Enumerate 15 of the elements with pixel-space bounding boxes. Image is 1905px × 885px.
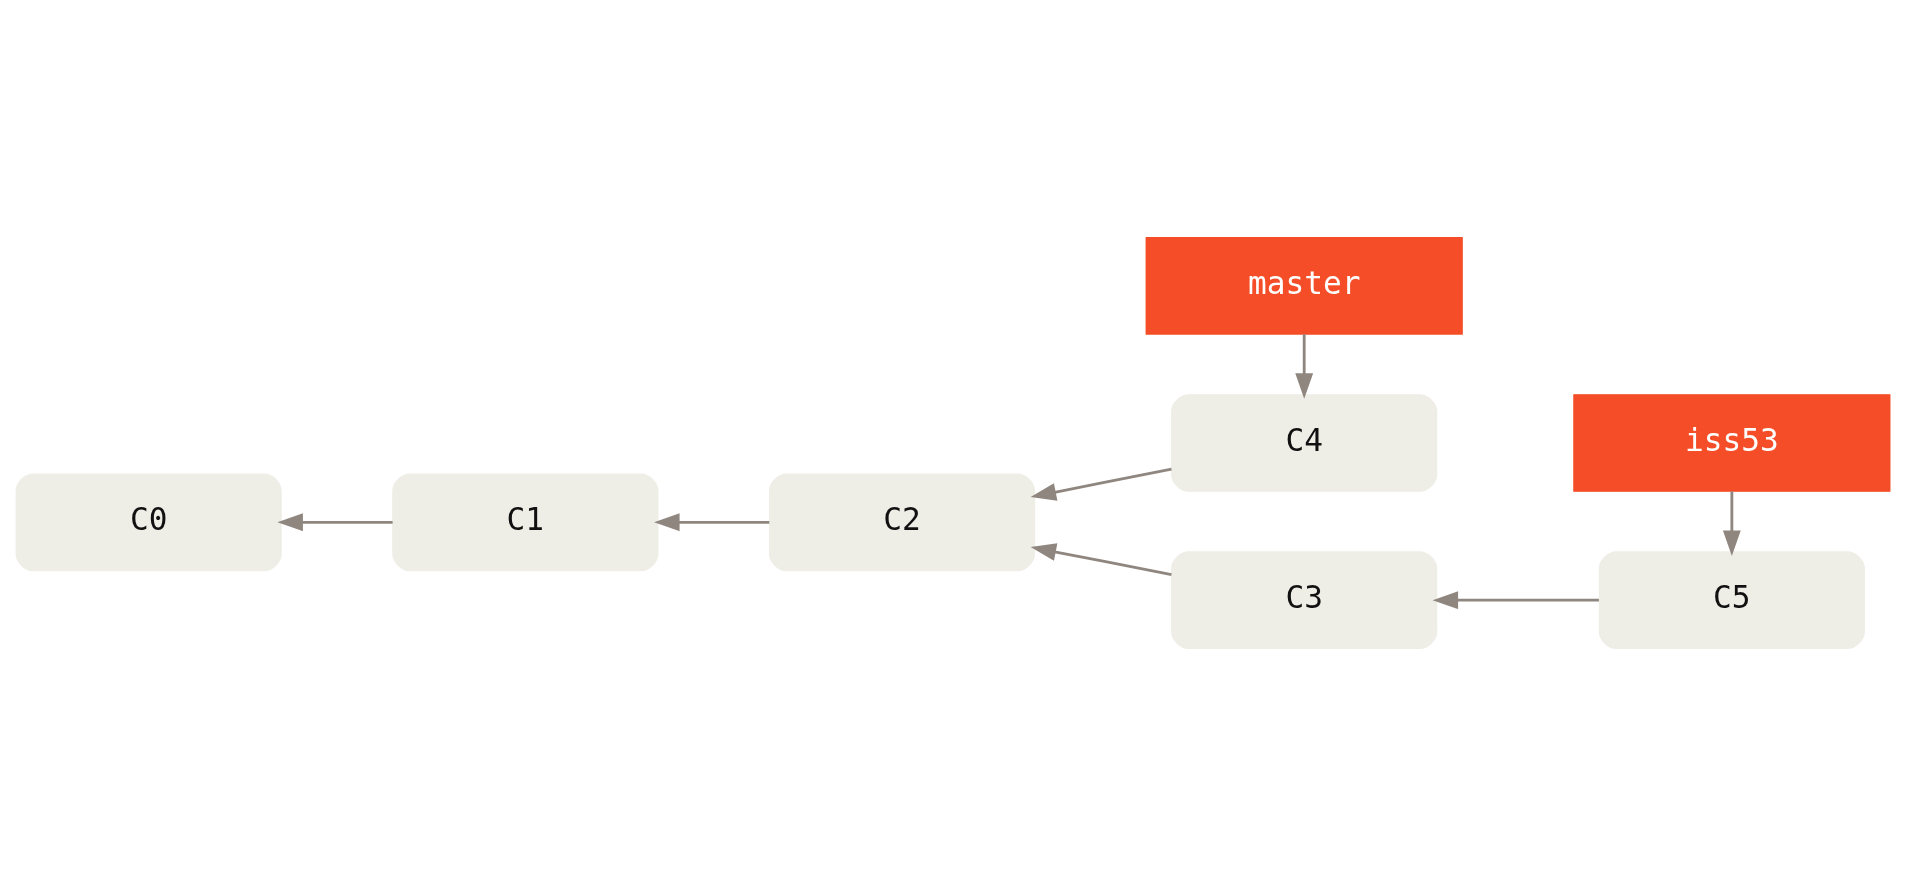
arrow xyxy=(1030,542,1172,576)
arrow xyxy=(1294,333,1313,399)
node-box: C3 xyxy=(1170,550,1437,649)
node-box: iss53 xyxy=(1572,393,1890,492)
node-box: C2 xyxy=(768,472,1035,571)
arrow xyxy=(1722,490,1741,556)
node-box: C4 xyxy=(1170,393,1437,492)
arrow xyxy=(276,512,393,531)
node-box: master xyxy=(1145,236,1463,335)
arrow xyxy=(1432,590,1599,609)
node-box: C1 xyxy=(391,472,658,571)
node-box: C0 xyxy=(15,472,282,571)
arrow xyxy=(653,512,769,531)
node-box: C5 xyxy=(1598,550,1865,649)
arrow xyxy=(1030,467,1172,501)
